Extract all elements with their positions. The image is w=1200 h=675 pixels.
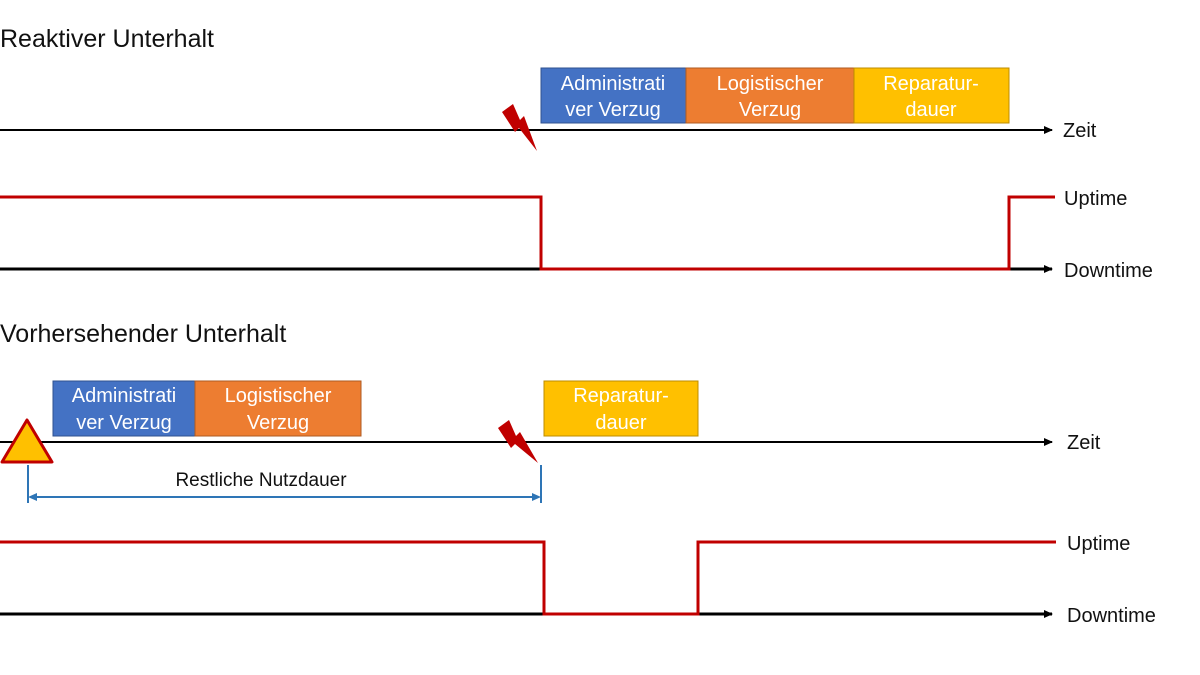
reactive-time-label: Zeit	[1063, 120, 1097, 142]
predictive-repair-duration-rect	[543, 380, 699, 437]
predictive-repair-duration-line1: Reparatur-	[573, 385, 669, 407]
predictive-repair-duration-box: Reparatur- dauer	[543, 380, 699, 437]
reactive-section: Reaktiver Unterhalt Administrati ver Ver…	[0, 25, 1153, 282]
predictive-administrative-delay-line2: ver Verzug	[76, 412, 172, 434]
predictive-logistic-delay-line2: Verzug	[247, 412, 309, 434]
predictive-logistic-delay-rect	[194, 380, 362, 437]
predictive-administrative-delay-box: Administrati ver Verzug	[52, 380, 196, 437]
reactive-administrative-delay-line2: ver Verzug	[565, 99, 661, 121]
reactive-repair-duration-line2: dauer	[905, 99, 956, 121]
predictive-status-line	[0, 540, 1056, 616]
predictive-logistic-delay-box: Logistischer Verzug	[194, 380, 362, 437]
lightning-bolt-icon	[502, 104, 537, 151]
predictive-title: Vorhersehender Unterhalt	[0, 320, 286, 348]
reactive-uptime-label: Uptime	[1064, 188, 1127, 210]
reactive-logistic-delay-line1: Logistischer	[717, 73, 824, 95]
reactive-logistic-delay-rect	[685, 67, 855, 124]
reactive-logistic-delay-box: Logistischer Verzug	[685, 67, 855, 124]
reactive-administrative-delay-rect	[540, 67, 687, 124]
predictive-logistic-delay-line1: Logistischer	[225, 385, 332, 407]
reactive-repair-duration-line1: Reparatur-	[883, 73, 979, 95]
predictive-repair-duration-line2: dauer	[595, 412, 646, 434]
predictive-downtime-label: Downtime	[1067, 605, 1156, 627]
lightning-bolt-icon	[498, 420, 538, 463]
reactive-status-line	[0, 195, 1055, 271]
predictive-section: Vorhersehender Unterhalt Administrati ve…	[0, 320, 1156, 627]
reactive-administrative-delay-line1: Administrati	[561, 73, 665, 95]
predictive-administrative-delay-line1: Administrati	[72, 385, 176, 407]
predictive-time-label: Zeit	[1067, 432, 1101, 454]
remaining-life-label: Restliche Nutzdauer	[175, 470, 347, 491]
predictive-administrative-delay-rect	[52, 380, 196, 437]
reactive-repair-duration-box: Reparatur- dauer	[853, 67, 1010, 124]
reactive-repair-duration-rect	[853, 67, 1010, 124]
reactive-administrative-delay-box: Administrati ver Verzug	[540, 67, 687, 124]
warning-triangle-icon	[0, 418, 54, 464]
reactive-logistic-delay-line2: Verzug	[739, 99, 801, 121]
reactive-title: Reaktiver Unterhalt	[0, 25, 214, 53]
predictive-uptime-label: Uptime	[1067, 533, 1130, 555]
reactive-downtime-label: Downtime	[1064, 260, 1153, 282]
